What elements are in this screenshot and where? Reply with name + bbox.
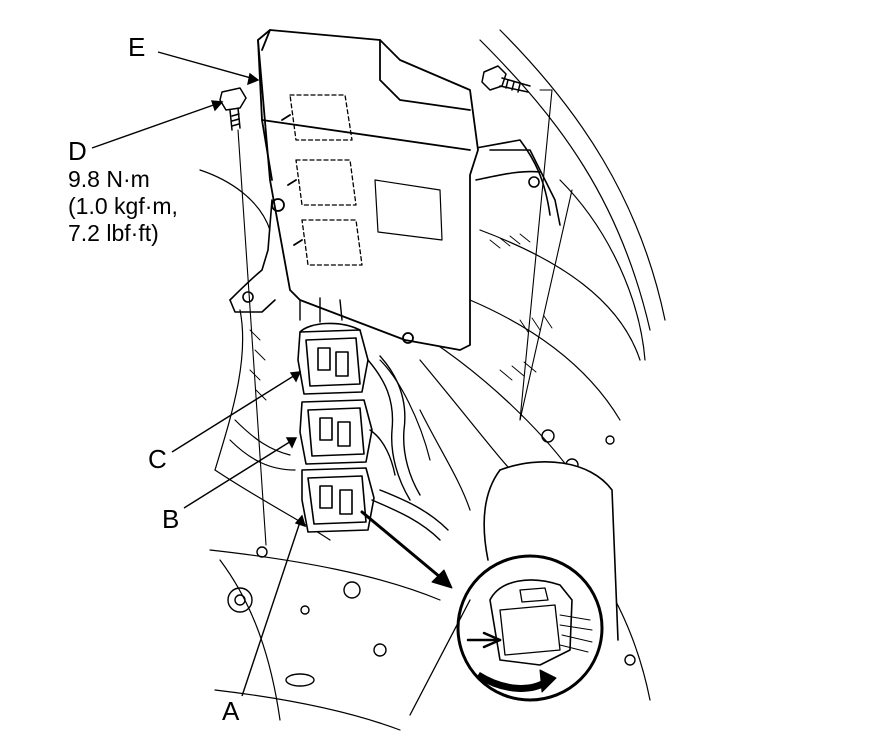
callout-e: E bbox=[128, 32, 146, 62]
leader-b bbox=[183, 437, 297, 509]
leader-e bbox=[157, 51, 259, 81]
callout-leaders bbox=[91, 51, 307, 697]
panel-holes bbox=[227, 429, 636, 687]
wire-harness bbox=[299, 297, 449, 541]
connector-c bbox=[297, 322, 369, 395]
connector-b bbox=[299, 399, 373, 465]
callout-c: C bbox=[148, 444, 167, 474]
leader-c bbox=[171, 371, 301, 453]
alignment-lines bbox=[237, 89, 573, 546]
detail-inset bbox=[456, 554, 604, 702]
leader-d bbox=[91, 101, 223, 149]
leader-a bbox=[241, 515, 303, 697]
ecm-bracket bbox=[229, 139, 561, 313]
torque-spec-line-2: (1.0 kgf·m, bbox=[68, 193, 178, 219]
bolt-upper-right-icon bbox=[481, 65, 531, 93]
ecm-unit bbox=[257, 29, 479, 351]
bolt-d-icon bbox=[219, 87, 247, 131]
torque-spec-line-1: 9.8 N·m bbox=[68, 166, 150, 192]
callout-a: A bbox=[222, 696, 240, 726]
callout-d: D bbox=[68, 136, 87, 166]
torque-spec-line-3: 7.2 lbf·ft) bbox=[68, 220, 159, 246]
callout-b: B bbox=[162, 504, 180, 534]
detail-pointer bbox=[360, 510, 453, 589]
connector-a bbox=[301, 467, 375, 533]
torque-spec: 9.8 N·m (1.0 kgf·m, 7.2 lbf·ft) bbox=[68, 166, 178, 247]
